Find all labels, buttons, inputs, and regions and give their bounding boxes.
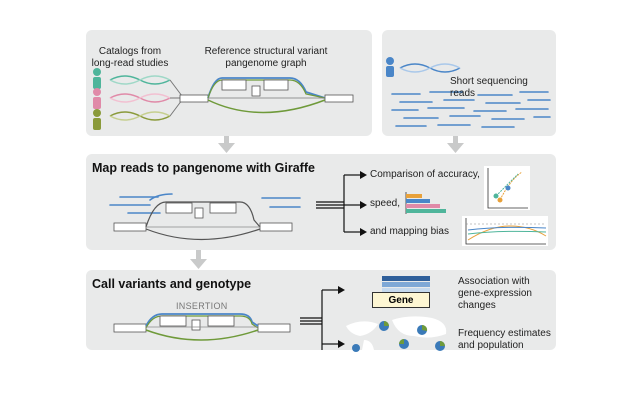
gene-expression-bars [382,276,430,292]
accuracy-label: Comparison of accuracy, [370,169,480,180]
pie-chart-2 [417,324,428,335]
flow-arrow-down-middle [190,250,207,269]
pie-chart-3 [399,339,409,349]
person-teal-icon [93,68,101,89]
speed-label: speed, [370,198,401,209]
person-olive-icon [93,109,101,130]
flow-arrow-down-left [218,136,235,153]
short-reads-label: Short sequencing reads [450,76,528,99]
catalogs-label: Catalogs from long-read studies [91,46,169,69]
pie-chart-5 [352,344,360,352]
dna-helix-teal [109,75,171,85]
gene-box: Gene [372,292,430,308]
pie-chart-1 [379,321,389,331]
short-reads-top [391,91,551,128]
mini-accuracy-chart [484,166,530,210]
pangenome-graph-top [179,77,354,114]
genotype-heading: Call variants and genotype [92,277,252,291]
bias-label: and mapping bias [370,226,449,237]
dna-helix-olive [109,111,171,121]
flow-arrow-down-right [447,136,464,153]
bracket-arrows-bottom [300,289,338,350]
genotype-panel [86,270,556,350]
dna-helix-blue [399,63,461,73]
map-heading: Map reads to pangenome with Giraffe [92,161,315,175]
association-label: Association with gene-expression changes [458,276,532,311]
dna-helix-pink [109,93,171,103]
person-blue-icon [386,57,394,77]
mini-bar-chart [405,192,446,214]
reference-graph-label: Reference structural variant pangenome g… [204,46,328,69]
insertion-graph [113,313,291,341]
insertion-label: INSERTION [176,301,228,311]
arrowheads-bottom [338,286,345,348]
frequency-label: Frequency estimates and population [458,328,551,350]
pie-chart-4 [435,341,445,351]
bracket-arrows-middle [316,174,360,233]
pangenome-graph-middle [109,193,301,241]
arrowheads-middle [360,171,367,236]
person-pink-icon [93,88,101,109]
mini-bias-chart [462,216,548,246]
world-map-pies [346,316,447,352]
